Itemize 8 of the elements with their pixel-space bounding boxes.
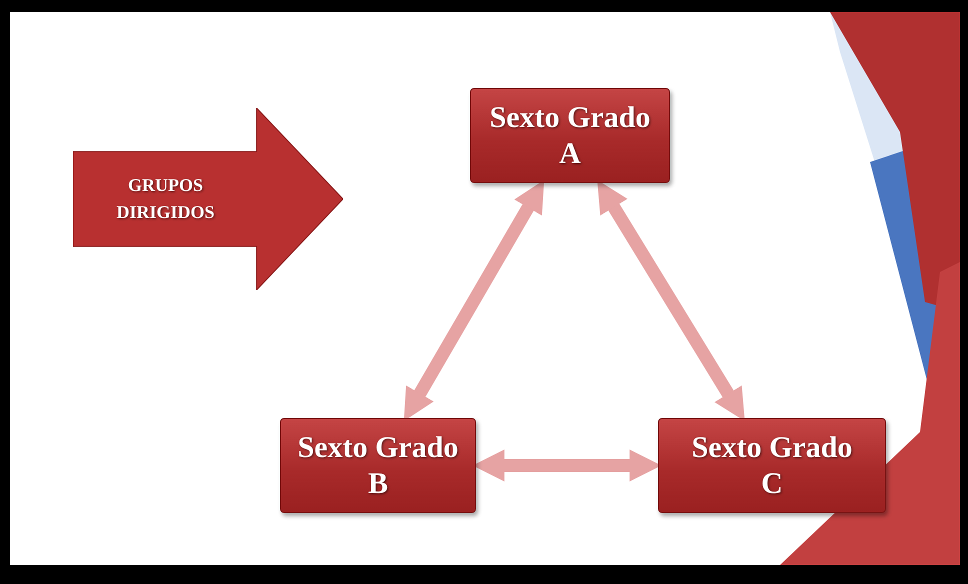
block-arrow [73, 108, 343, 290]
group-label: Sexto Grado C [690, 430, 854, 502]
group-label: GRUPOS DIRIGIDOS [115, 174, 216, 224]
group-box [280, 418, 476, 513]
group-label: Sexto Grado B [296, 430, 460, 502]
group-label: Sexto Grado A [488, 100, 652, 172]
group-box [470, 88, 670, 183]
group-box [658, 418, 886, 513]
